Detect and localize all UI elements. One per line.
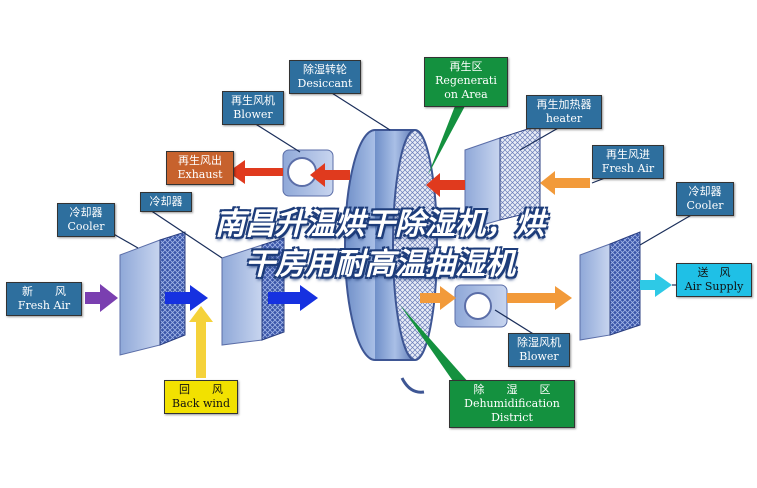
process-arrow-1 — [165, 285, 208, 311]
regen-return-arrow — [310, 163, 350, 187]
dry-air-arrow — [420, 286, 456, 310]
callout-lines — [109, 87, 701, 336]
right-cooler-unit — [579, 231, 641, 341]
cooler-mid-label: 冷却器 — [140, 192, 192, 212]
air-supply-arrow — [640, 273, 672, 297]
left-cooler-unit — [119, 231, 186, 356]
regen-area-pointer — [428, 106, 465, 175]
process-blower-unit — [454, 284, 508, 328]
back-wind-arrow — [189, 306, 213, 378]
blower-to-cooler-arrow — [507, 286, 572, 310]
heater-to-wheel-arrow — [426, 173, 465, 197]
mid-cooler-unit — [221, 237, 285, 346]
watermark-line-2: 干房用耐高温抽湿机 — [245, 247, 515, 282]
dehum-area-pointer — [400, 305, 470, 384]
watermark-title: 南昌升温烘干除湿机，烘 干房用耐高温抽湿机 — [80, 205, 680, 285]
fresh-air-in-arrow — [540, 171, 590, 195]
heater-unit — [464, 124, 541, 231]
exhaust-arrow — [228, 160, 283, 184]
fresh-air-arrow — [85, 284, 118, 312]
watermark-line-1: 南昌升温烘干除湿机，烘 — [215, 207, 545, 242]
process-arrow-2 — [268, 285, 318, 311]
